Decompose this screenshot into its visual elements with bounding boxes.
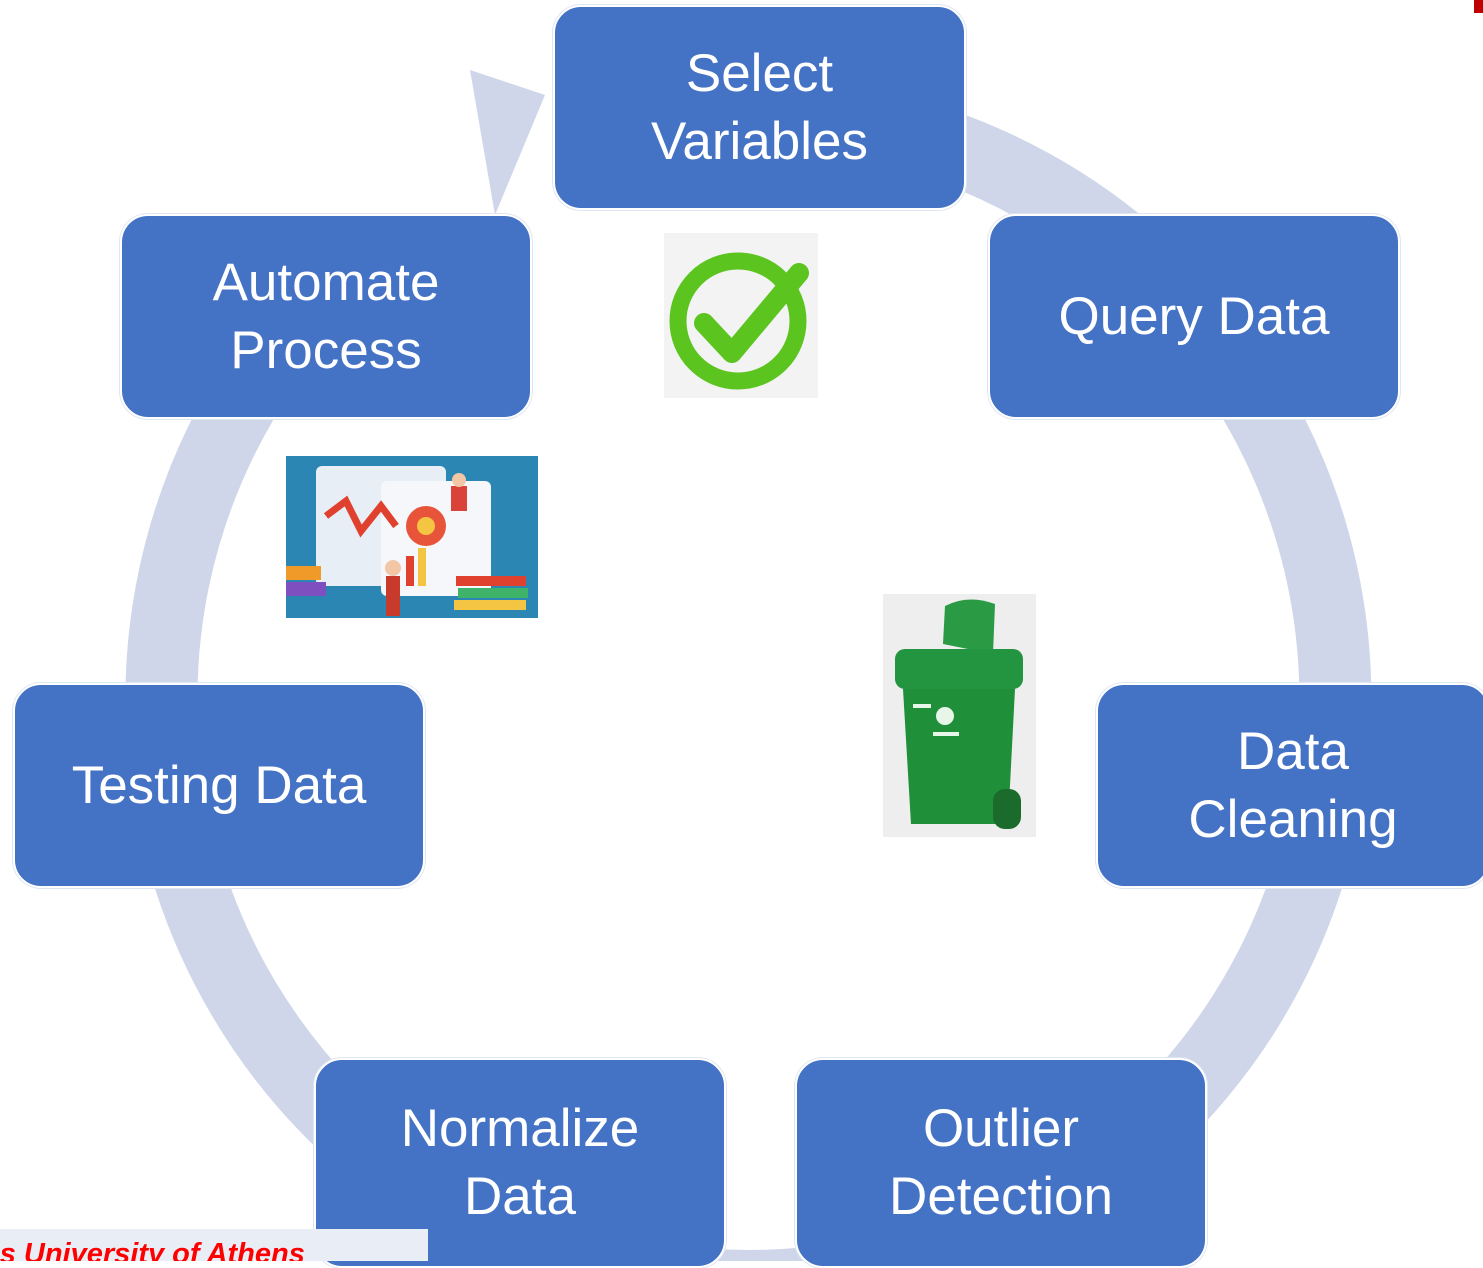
- corner-mark: [1474, 0, 1483, 13]
- node-text-line: Outlier: [922, 1099, 1080, 1158]
- node-select-variables: Select Variables: [553, 5, 966, 210]
- node-testing-data: Testing Data: [13, 683, 425, 888]
- node-text-line: Cleaning: [1188, 789, 1398, 849]
- analytics-illustration-icon: [286, 456, 538, 618]
- node-outlier-detection: Outlier Detection: [795, 1058, 1207, 1268]
- node-text-line: Detection: [889, 1167, 1113, 1226]
- node-text-line: Variables: [650, 111, 869, 171]
- node-text-line: Data: [464, 1167, 576, 1226]
- node-query-data: Query Data: [988, 214, 1400, 419]
- node-text-line: Testing Data: [71, 755, 367, 815]
- node-text-line: Query Data: [1058, 286, 1330, 346]
- footer-banner: ns University of Athens: [0, 1229, 428, 1261]
- node-automate-process: Automate Process: [120, 214, 532, 419]
- node-text-line: Normalize: [400, 1099, 640, 1158]
- node-text-line: Select: [685, 43, 834, 103]
- node-text-line: Data: [1237, 721, 1349, 781]
- checkmark-icon: [664, 233, 818, 398]
- node-text-line: Automate: [212, 252, 440, 312]
- node-text-line: Process: [230, 320, 422, 380]
- footer-text: ns University of Athens: [0, 1238, 305, 1261]
- node-data-cleaning: Data Cleaning: [1096, 683, 1483, 888]
- recycle-bin-icon: [883, 594, 1036, 837]
